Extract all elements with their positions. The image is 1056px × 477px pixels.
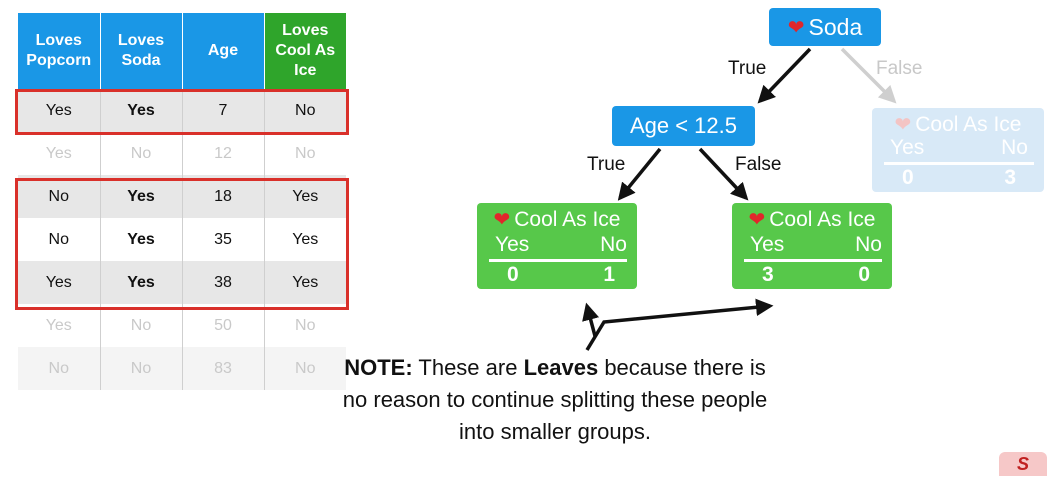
leaf-right: ❤Cool As Ice Yes No 3 0 xyxy=(732,203,892,289)
table-row: Yes No 50 No xyxy=(18,304,346,347)
leaf-right-title-text: Cool As Ice xyxy=(769,208,876,231)
table-row: No Yes 18 Yes xyxy=(18,175,346,218)
table-cell: Yes xyxy=(264,175,346,218)
leaf-left-yes-count: 0 xyxy=(507,263,519,286)
table-row: No No 83 No xyxy=(18,347,346,390)
header-loves-cool-as-ice: Loves Cool As Ice xyxy=(264,13,346,89)
logo-text: S xyxy=(1016,454,1029,474)
table-row: Yes Yes 7 No xyxy=(18,89,346,132)
table-cell: No xyxy=(18,347,101,390)
table-cell: Yes xyxy=(100,218,183,261)
leaf-faded-no-label: No xyxy=(1001,136,1028,159)
leaf-left-no-label: No xyxy=(600,233,627,256)
edge-root-true xyxy=(757,47,812,104)
table-cell: No xyxy=(100,347,183,390)
table-cell: No xyxy=(264,89,346,132)
edge-root-false xyxy=(840,47,897,104)
root-node-soda: ❤ Soda xyxy=(769,8,881,46)
table-cell: Yes xyxy=(264,218,346,261)
note-arrow xyxy=(585,298,774,351)
table-cell: Yes xyxy=(18,132,101,175)
leaf-faded-no-count: 3 xyxy=(1004,166,1016,189)
leaf-left-yes-label: Yes xyxy=(495,233,530,256)
leaf-faded-yes-label: Yes xyxy=(890,136,925,159)
header-loves-soda-label: Loves Soda xyxy=(117,32,165,69)
leaf-left-divider xyxy=(489,259,627,262)
table-cell: Yes xyxy=(100,261,183,304)
age-edge-label-false: False xyxy=(735,154,782,175)
leaf-faded-divider xyxy=(884,162,1034,165)
header-loves-popcorn: Loves Popcorn xyxy=(18,13,101,89)
edge-age-false xyxy=(698,147,749,201)
table-cell: 83 xyxy=(182,347,265,390)
header-age-label: Age xyxy=(207,42,239,59)
edge-label-true: True xyxy=(728,58,767,79)
heart-icon: ❤ xyxy=(748,209,766,231)
table-cell: Yes xyxy=(18,304,101,347)
table-row: No Yes 35 Yes xyxy=(18,218,346,261)
table-header-row: Loves Popcorn Loves Soda Age Loves Cool … xyxy=(18,13,346,89)
table-cell: No xyxy=(264,304,346,347)
table-cell: 7 xyxy=(182,89,265,132)
leaf-faded-title: ❤Cool As Ice xyxy=(872,112,1044,137)
header-loves-soda: Loves Soda xyxy=(100,13,183,89)
table-cell: No xyxy=(18,218,101,261)
leaf-right-no-count: 0 xyxy=(858,263,870,286)
table-cell: 50 xyxy=(182,304,265,347)
edge-age-true xyxy=(617,147,662,201)
table-cell: No xyxy=(100,132,183,175)
heart-icon: ❤ xyxy=(787,16,805,39)
data-table: Loves Popcorn Loves Soda Age Loves Cool … xyxy=(18,13,346,390)
edge-label-false: False xyxy=(876,58,923,79)
table-row: Yes No 12 No xyxy=(18,132,346,175)
table-cell: 12 xyxy=(182,132,265,175)
table-cell: 35 xyxy=(182,218,265,261)
leaf-right-divider xyxy=(744,259,882,262)
note-arrow-left-head xyxy=(582,302,600,337)
table-cell: No xyxy=(264,347,346,390)
note-bold-leaves: Leaves xyxy=(523,355,599,380)
note-prefix: NOTE: xyxy=(344,355,413,380)
age-node: Age < 12.5 xyxy=(612,106,755,146)
note-text: NOTE: These are Leaves because there is … xyxy=(340,352,770,448)
leaf-right-no-label: No xyxy=(855,233,882,256)
statquest-logo: S xyxy=(999,452,1047,476)
leaf-right-yes-label: Yes xyxy=(750,233,785,256)
table-cell: Yes xyxy=(100,175,183,218)
table-cell: No xyxy=(18,175,101,218)
note-text-2: because there is no reason to continue s… xyxy=(342,355,768,444)
leaf-left-title: ❤Cool As Ice xyxy=(477,207,637,232)
leaf-faded-title-text: Cool As Ice xyxy=(915,113,1022,136)
age-edge-label-true: True xyxy=(587,154,626,175)
age-node-label: Age < 12.5 xyxy=(629,113,738,138)
table-cell: 38 xyxy=(182,261,265,304)
header-loves-popcorn-label: Loves Popcorn xyxy=(26,32,92,69)
note-text-1: These are xyxy=(412,355,524,380)
leaf-right-title: ❤Cool As Ice xyxy=(732,207,892,232)
leaf-faded-yes-count: 0 xyxy=(902,166,914,189)
table-cell: Yes xyxy=(100,89,183,132)
root-node-label: Soda xyxy=(808,13,863,40)
table-row: Yes Yes 38 Yes xyxy=(18,261,346,304)
table-cell: No xyxy=(264,132,346,175)
table-cell: Yes xyxy=(264,261,346,304)
leaf-left-title-text: Cool As Ice xyxy=(514,208,621,231)
header-age: Age xyxy=(182,13,265,89)
table-cell: 18 xyxy=(182,175,265,218)
heart-icon: ❤ xyxy=(493,209,511,231)
heart-icon: ❤ xyxy=(894,114,912,136)
table-cell: Yes xyxy=(18,89,101,132)
leaf-right-yes-count: 3 xyxy=(762,263,774,286)
table-cell: Yes xyxy=(18,261,101,304)
leaf-left: ❤Cool As Ice Yes No 0 1 xyxy=(477,203,637,289)
header-loves-cool-as-ice-label: Loves Cool As Ice xyxy=(275,22,336,79)
leaf-faded: ❤Cool As Ice Yes No 0 3 xyxy=(872,108,1044,192)
table-cell: No xyxy=(100,304,183,347)
leaf-left-no-count: 1 xyxy=(603,263,615,286)
